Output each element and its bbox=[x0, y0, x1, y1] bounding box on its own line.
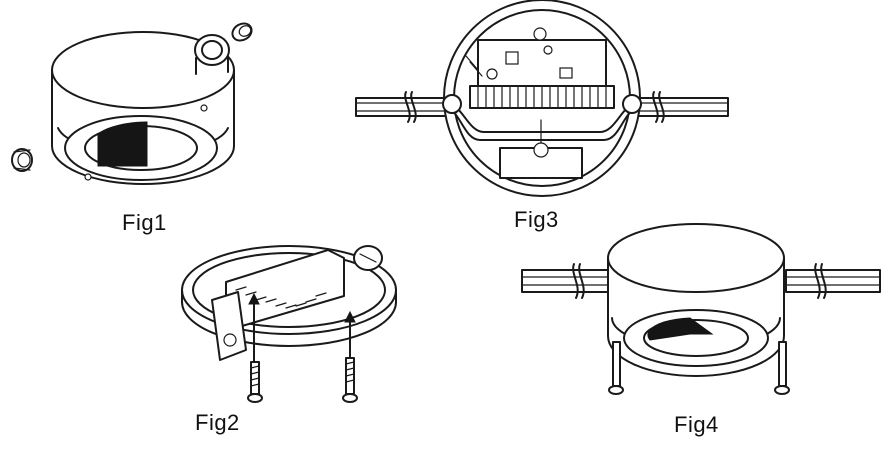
figure-caption-fig3: Fig3 bbox=[514, 207, 559, 232]
cable-plug-icon bbox=[11, 148, 33, 172]
fig1-housing-drawing bbox=[11, 22, 253, 185]
sensor-quadrant-icon bbox=[97, 121, 148, 167]
mounting-screw-icon bbox=[247, 361, 263, 403]
figure-caption-fig1: Fig1 bbox=[122, 210, 167, 235]
fig2-mounting-drawing bbox=[181, 245, 397, 403]
fig3-wiring-drawing bbox=[355, 0, 729, 197]
mounting-screw-icon bbox=[608, 341, 624, 395]
sensor-quadrant-icon bbox=[647, 317, 714, 341]
cable-plug-icon bbox=[231, 22, 253, 42]
mounting-screw-icon bbox=[774, 341, 790, 395]
figure-caption-fig2: Fig2 bbox=[195, 410, 240, 435]
fig4-assembly-drawing bbox=[521, 223, 881, 395]
mounting-screw-icon bbox=[342, 357, 358, 403]
figure-caption-fig4: Fig4 bbox=[674, 412, 719, 437]
